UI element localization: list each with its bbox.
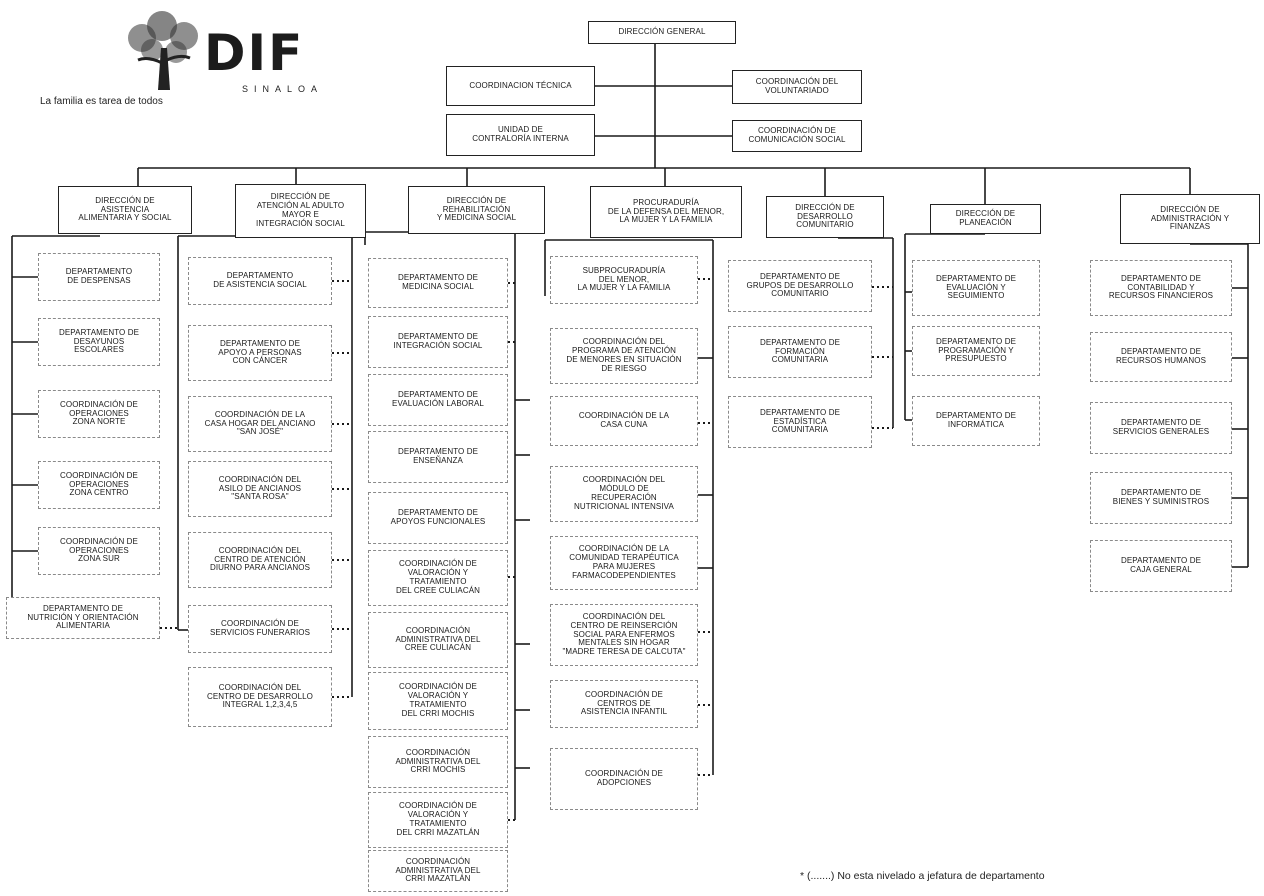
- unit-administrativa-crri-mazatlan: COORDINACIÓN ADMINISTRATIVA DEL CRRI MAZ…: [368, 850, 508, 892]
- unit-grupos-desarrollo: DEPARTAMENTO DE GRUPOS DE DESARROLLO COM…: [728, 260, 872, 312]
- unit-recuperacion-nutricional: COORDINACIÓN DEL MÓDULO DE RECUPERACIÓN …: [550, 466, 698, 522]
- direccion-asistencia-alimentaria: DIRECCIÓN DE ASISTENCIA ALIMENTARIA Y SO…: [58, 186, 192, 234]
- unit-menores-situacion-riesgo: COORDINACIÓN DEL PROGRAMA DE ATENCIÓN DE…: [550, 328, 698, 384]
- unit-centros-asistencia-infantil: COORDINACIÓN DE CENTROS DE ASISTENCIA IN…: [550, 680, 698, 728]
- unit-casa-hogar-san-jose: COORDINACIÓN DE LA CASA HOGAR DEL ANCIAN…: [188, 396, 332, 452]
- unit-nutricion-orientacion: DEPARTAMENTO DE NUTRICIÓN Y ORIENTACIÓN …: [6, 597, 160, 639]
- unit-asistencia-social: DEPARTAMENTO DE ASISTENCIA SOCIAL: [188, 257, 332, 305]
- unit-formacion-comunitaria: DEPARTAMENTO DE FORMACIÓN COMUNITARIA: [728, 326, 872, 378]
- procuraduria-defensa-menor: PROCURADURÍA DE LA DEFENSA DEL MENOR, LA…: [590, 186, 742, 238]
- unit-programacion-presupuesto: DEPARTAMENTO DE PROGRAMACIÓN Y PRESUPUES…: [912, 326, 1040, 376]
- unit-administrativa-crri-mochis: COORDINACIÓN ADMINISTRATIVA DEL CRRI MOC…: [368, 736, 508, 788]
- unit-recursos-humanos: DEPARTAMENTO DE RECURSOS HUMANOS: [1090, 332, 1232, 382]
- unit-centro-reinsercion-social: COORDINACIÓN DEL CENTRO DE REINSERCIÓN S…: [550, 604, 698, 666]
- unit-comunidad-terapeutica: COORDINACIÓN DE LA COMUNIDAD TERAPÉUTICA…: [550, 536, 698, 590]
- direccion-adulto-mayor: DIRECCIÓN DE ATENCIÓN AL ADULTO MAYOR E …: [235, 184, 366, 238]
- unit-operaciones-zona-centro: COORDINACIÓN DE OPERACIONES ZONA CENTRO: [38, 461, 160, 509]
- coordinacion-voluntariado: COORDINACIÓN DEL VOLUNTARIADO: [732, 70, 862, 104]
- coordinacion-tecnica: COORDINACION TÉCNICA: [446, 66, 595, 106]
- unit-valoracion-crri-mazatlan: COORDINACIÓN DE VALORACIÓN Y TRATAMIENTO…: [368, 792, 508, 848]
- unit-estadistica-comunitaria: DEPARTAMENTO DE ESTADÍSTICA COMUNITARIA: [728, 396, 872, 448]
- unit-contabilidad-recursos-financieros: DEPARTAMENTO DE CONTABILIDAD Y RECURSOS …: [1090, 260, 1232, 316]
- unit-operaciones-zona-norte: COORDINACIÓN DE OPERACIONES ZONA NORTE: [38, 390, 160, 438]
- unit-desayunos-escolares: DEPARTAMENTO DE DESAYUNOS ESCOLARES: [38, 318, 160, 366]
- unit-valoracion-crri-mochis: COORDINACIÓN DE VALORACIÓN Y TRATAMIENTO…: [368, 672, 508, 730]
- footnote: * (.......) No esta nivelado a jefatura …: [800, 870, 1045, 882]
- unit-centro-atencion-diurno: COORDINACIÓN DEL CENTRO DE ATENCIÓN DIUR…: [188, 532, 332, 588]
- unit-despensas: DEPARTAMENTO DE DESPENSAS: [38, 253, 160, 301]
- logo-acronym: DIF: [204, 24, 305, 82]
- unit-evaluacion-seguimiento: DEPARTAMENTO DE EVALUACIÓN Y SEGUIMIENTO: [912, 260, 1040, 316]
- tree-icon: [128, 11, 198, 90]
- dif-logo: DIF SINALOA La familia es tarea de todos: [32, 8, 317, 108]
- unit-ensenanza: DEPARTAMENTO DE ENSEÑANZA: [368, 431, 508, 483]
- unit-integracion-social: DEPARTAMENTO DE INTEGRACIÓN SOCIAL: [368, 316, 508, 368]
- unit-medicina-social: DEPARTAMENTO DE MEDICINA SOCIAL: [368, 258, 508, 308]
- unit-centro-desarrollo-integral: COORDINACIÓN DEL CENTRO DE DESARROLLO IN…: [188, 667, 332, 727]
- unit-operaciones-zona-sur: COORDINACIÓN DE OPERACIONES ZONA SUR: [38, 527, 160, 575]
- unit-apoyo-cancer: DEPARTAMENTO DE APOYO A PERSONAS CON CÁN…: [188, 325, 332, 381]
- unidad-contraloria-interna: UNIDAD DE CONTRALORÍA INTERNA: [446, 114, 595, 156]
- unit-bienes-suministros: DEPARTAMENTO DE BIENES Y SUMINISTROS: [1090, 472, 1232, 524]
- direccion-planeacion: DIRECCIÓN DE PLANEACIÓN: [930, 204, 1041, 234]
- direccion-desarrollo-comunitario: DIRECCIÓN DE DESARROLLO COMUNITARIO: [766, 196, 884, 238]
- unit-caja-general: DEPARTAMENTO DE CAJA GENERAL: [1090, 540, 1232, 592]
- unit-subprocuraduria: SUBPROCURADURÍA DEL MENOR, LA MUJER Y LA…: [550, 256, 698, 304]
- logo-state: SINALOA: [242, 84, 324, 94]
- coordinacion-comunicacion-social: COORDINACIÓN DE COMUNICACIÓN SOCIAL: [732, 120, 862, 152]
- unit-evaluacion-laboral: DEPARTAMENTO DE EVALUACIÓN LABORAL: [368, 374, 508, 426]
- unit-apoyos-funcionales: DEPARTAMENTO DE APOYOS FUNCIONALES: [368, 492, 508, 544]
- direccion-administracion-finanzas: DIRECCIÓN DE ADMINISTRACIÓN Y FINANZAS: [1120, 194, 1260, 244]
- unit-servicios-funerarios: COORDINACIÓN DE SERVICIOS FUNERARIOS: [188, 605, 332, 653]
- unit-servicios-generales: DEPARTAMENTO DE SERVICIOS GENERALES: [1090, 402, 1232, 454]
- logo-tagline: La familia es tarea de todos: [40, 96, 163, 107]
- direccion-rehabilitacion: DIRECCIÓN DE REHABILITACIÓN Y MEDICINA S…: [408, 186, 545, 234]
- unit-administrativa-cree-culiacan: COORDINACIÓN ADMINISTRATIVA DEL CREE CUL…: [368, 612, 508, 668]
- unit-valoracion-cree-culiacan: COORDINACIÓN DE VALORACIÓN Y TRATAMIENTO…: [368, 550, 508, 606]
- unit-adopciones: COORDINACIÓN DE ADOPCIONES: [550, 748, 698, 810]
- unit-asilo-santa-rosa: COORDINACIÓN DEL ASILO DE ANCIANOS "SANT…: [188, 461, 332, 517]
- unit-informatica: DEPARTAMENTO DE INFORMÁTICA: [912, 396, 1040, 446]
- unit-casa-cuna: COORDINACIÓN DE LA CASA CUNA: [550, 396, 698, 446]
- direccion-general: DIRECCIÓN GENERAL: [588, 21, 736, 44]
